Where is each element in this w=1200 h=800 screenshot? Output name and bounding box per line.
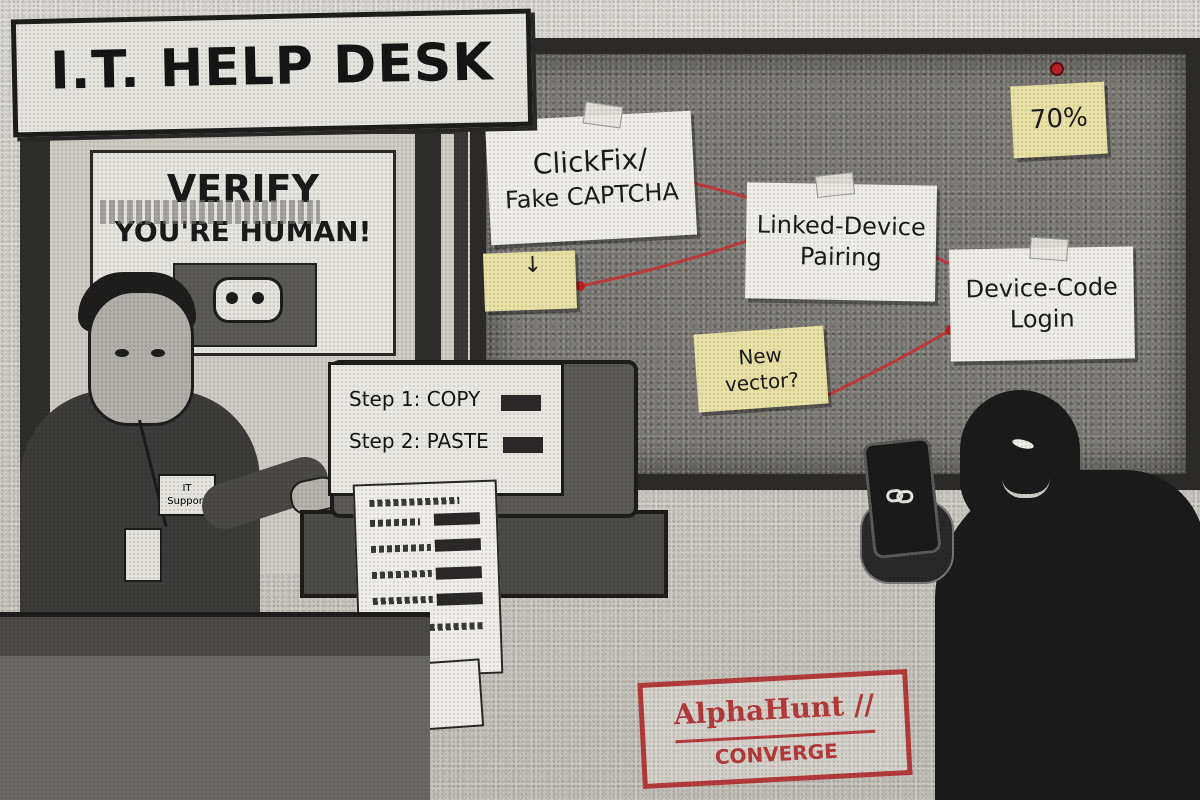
robot-head: [213, 277, 283, 323]
printer-block2: [503, 437, 543, 453]
attacker-body: [935, 470, 1200, 800]
note-clickfix-line2: Fake CAPTCHA: [504, 177, 680, 215]
string-arrow-to-linked: [579, 238, 751, 288]
string-clickfix-to-linked: [689, 180, 751, 200]
paper-line: [369, 496, 460, 507]
paper-box: [436, 592, 483, 606]
sign-title: I.T. HELP DESK: [49, 32, 495, 102]
note-clickfix-line1: ClickFix/: [532, 142, 649, 182]
desk-counter: [0, 612, 430, 661]
note-clickfix: ClickFix/ Fake CAPTCHA: [484, 110, 698, 246]
robot-eye-left: [226, 292, 238, 304]
note-newvector-line1: New: [737, 342, 783, 370]
pin-6: [575, 281, 585, 291]
note-linked-line1: Linked-Device: [756, 210, 927, 242]
note-newvector-line2: vector?: [724, 367, 800, 397]
robot-icon: [173, 263, 317, 347]
paper-line: [370, 543, 432, 553]
paper-line: [371, 569, 432, 579]
badge-line1: IT: [182, 483, 192, 494]
desk-front: [0, 656, 430, 800]
smartphone: [862, 436, 942, 560]
printer-step1: Step 1: COPY: [349, 387, 481, 411]
paper-box: [434, 538, 482, 552]
note-devicecode-line2: Login: [1009, 304, 1075, 334]
arrow-down-icon: ↓: [523, 252, 543, 279]
chain-link-icon: [886, 489, 914, 504]
paper-line: [369, 518, 421, 527]
note-arrow: ↓: [483, 250, 577, 312]
tape: [814, 172, 856, 198]
note-device-code: Device-Code Login: [949, 246, 1135, 362]
note-linked-device: Linked-Device Pairing: [745, 182, 937, 302]
note-new-vector: New vector?: [693, 325, 829, 413]
note-percent-text: 70%: [1029, 102, 1089, 136]
paper-line: [372, 595, 433, 605]
string-newvector-to-devicecode: [825, 328, 951, 398]
note-devicecode-line1: Device-Code: [965, 272, 1119, 304]
help-desk-sign: I.T. HELP DESK: [10, 8, 534, 138]
printer-block1: [501, 395, 541, 411]
alphahunt-stamp: AlphaHunt // CONVERGE: [637, 669, 913, 789]
printer-panel: Step 1: COPY Step 2: PASTE: [328, 362, 564, 496]
badge-line2: Support: [167, 496, 207, 507]
poster-fine-print: [100, 200, 320, 224]
printer-step2: Step 2: PASTE: [349, 429, 489, 453]
paper-box: [433, 512, 481, 526]
robot-eye-right: [252, 292, 264, 304]
note-linked-line2: Pairing: [799, 242, 882, 272]
agent-eye-right: [151, 349, 165, 357]
agent-eye-left: [115, 349, 129, 357]
id-card: [124, 528, 162, 582]
tape: [1029, 236, 1069, 262]
attacker-grin: [1002, 478, 1050, 498]
stamp-line2: CONVERGE: [675, 729, 877, 772]
pin-icon: [1050, 62, 1064, 76]
agent-head: [88, 290, 194, 426]
attacker-head: [960, 390, 1080, 530]
note-percent: 70%: [1010, 81, 1108, 159]
paper-box: [435, 566, 483, 580]
stamp-line1: AlphaHunt //: [672, 687, 876, 732]
